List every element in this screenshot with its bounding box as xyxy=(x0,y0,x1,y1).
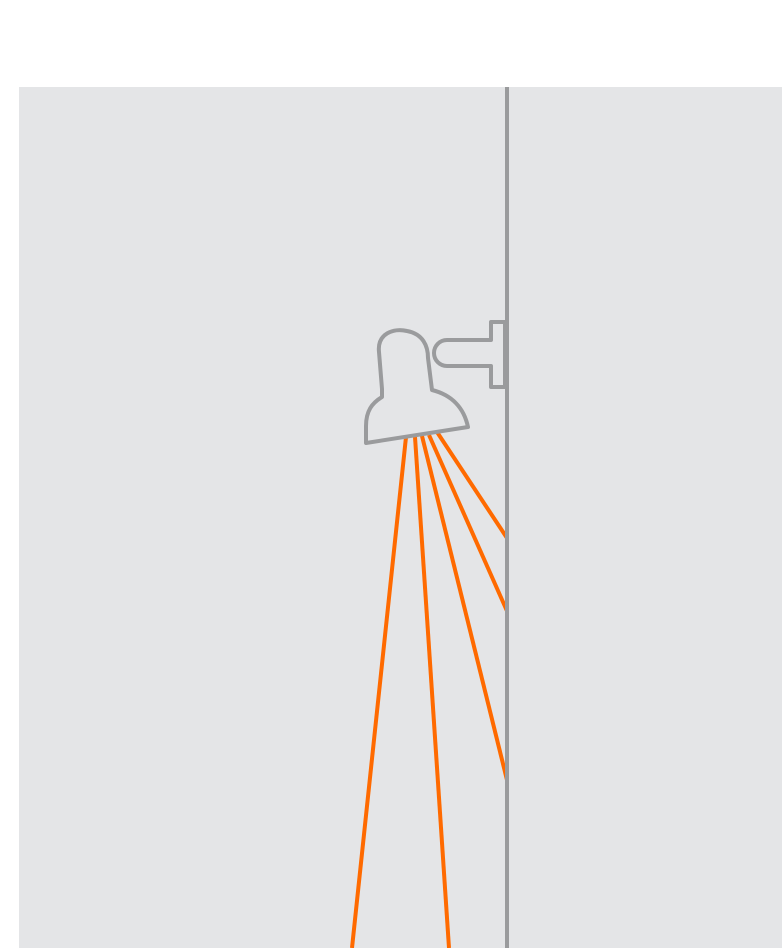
diagram-panel xyxy=(19,87,782,948)
